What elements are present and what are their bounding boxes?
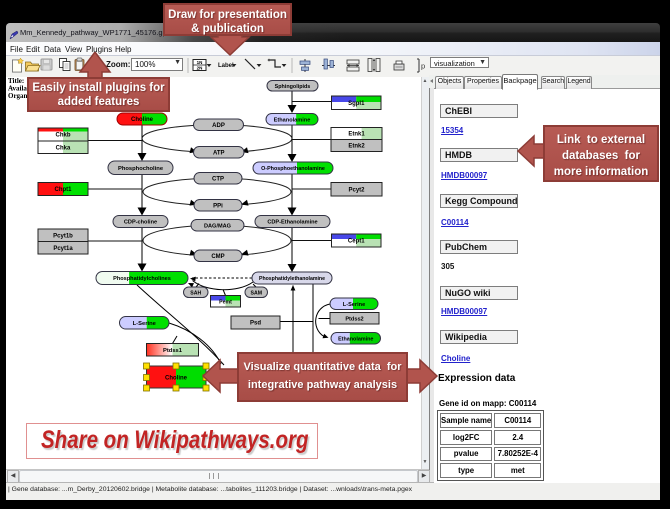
svg-text:SAH: SAH	[190, 290, 201, 296]
svg-text:Chka: Chka	[56, 145, 71, 151]
svg-text:CMP: CMP	[211, 254, 224, 260]
svg-text:Phosphatidylcholines: Phosphatidylcholines	[113, 276, 171, 282]
svg-text:1N: 1N	[197, 60, 203, 65]
svg-text:PPi: PPi	[213, 203, 223, 209]
svg-text:SAM: SAM	[250, 290, 262, 296]
svg-text:Sphingolipids: Sphingolipids	[275, 84, 311, 90]
svg-text:CDP-Ethanolamine: CDP-Ethanolamine	[267, 220, 317, 226]
svg-text:Availab: Availab	[8, 85, 31, 93]
svg-text:CTP: CTP	[212, 176, 224, 182]
svg-text:p: p	[421, 62, 425, 71]
svg-text:Ethanolamine: Ethanolamine	[338, 336, 373, 342]
svg-text:Title:: Title:	[8, 77, 24, 85]
svg-text:CDP-choline: CDP-choline	[124, 220, 157, 226]
svg-text:Chkb: Chkb	[56, 133, 71, 139]
svg-text:Etnk1: Etnk1	[348, 132, 365, 138]
svg-text:Pcyt1b: Pcyt1b	[53, 233, 73, 239]
svg-text:Psd: Psd	[250, 321, 261, 327]
svg-text:Sgpl1: Sgpl1	[348, 101, 365, 107]
svg-text:ATP: ATP	[213, 150, 225, 156]
svg-text:Etnk2: Etnk2	[348, 144, 365, 150]
svg-text:Pcyt1a: Pcyt1a	[53, 246, 73, 252]
svg-text:ADP: ADP	[212, 123, 225, 129]
svg-text:Label: Label	[218, 63, 234, 69]
svg-text:Ptdss2: Ptdss2	[345, 316, 363, 322]
svg-text:O-Phosphoethanolamine: O-Phosphoethanolamine	[261, 166, 325, 172]
svg-text:Organis: Organis	[8, 92, 32, 100]
svg-text:Chpt1: Chpt1	[55, 187, 73, 193]
svg-text:Cept1: Cept1	[348, 239, 365, 245]
svg-text:Choline: Choline	[131, 117, 154, 123]
svg-text:Ptdss1: Ptdss1	[163, 348, 183, 354]
svg-text:Pemt: Pemt	[219, 299, 232, 305]
svg-text:2N: 2N	[197, 66, 203, 71]
svg-text:Phosphatidylethanolamine: Phosphatidylethanolamine	[259, 276, 325, 282]
svg-text:Choline: Choline	[165, 376, 188, 382]
svg-text:L-Serine: L-Serine	[343, 302, 365, 308]
svg-text:Pcyt2: Pcyt2	[348, 187, 365, 193]
svg-text:Ethanolamine: Ethanolamine	[274, 117, 311, 123]
svg-text:Phosphocholine: Phosphocholine	[118, 166, 164, 172]
svg-text:L-Serine: L-Serine	[133, 321, 157, 327]
svg-text:DAG/MAG: DAG/MAG	[204, 223, 231, 229]
